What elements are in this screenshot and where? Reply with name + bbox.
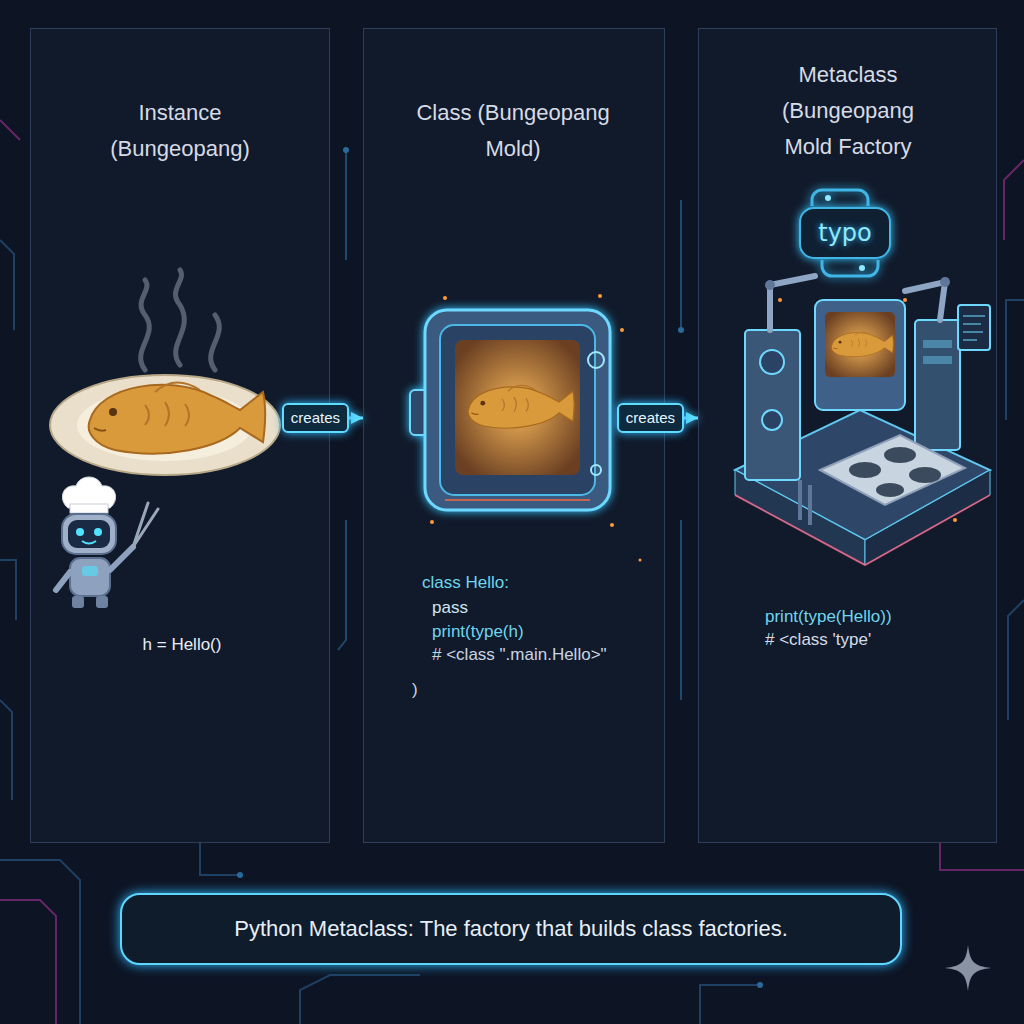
mold-factory — [963, 316, 985, 340]
code-line: print(type(Hello)) — [765, 605, 892, 629]
robot-chef — [133, 503, 158, 547]
sparks — [620, 328, 624, 332]
python-logo — [822, 260, 878, 276]
robot-chef — [82, 541, 96, 544]
robot-chef — [56, 477, 158, 608]
mold-device — [468, 385, 574, 428]
panel-ground — [698, 28, 997, 843]
sparks — [953, 518, 957, 522]
code-line: print(type(h) — [432, 620, 524, 644]
mold-factory — [820, 435, 965, 505]
circuit-traces — [0, 240, 16, 800]
steam — [141, 280, 150, 370]
robot-chef — [70, 558, 110, 596]
steam — [141, 270, 220, 370]
mold-device — [410, 310, 610, 510]
sparkle-star — [945, 945, 991, 991]
plate-with-bungeopang — [50, 375, 280, 475]
mold-factory — [800, 480, 810, 525]
robot-chef — [110, 547, 133, 570]
logo-text: typo — [818, 219, 872, 247]
caption-box: Python Metaclass: The factory that build… — [120, 893, 902, 965]
python-logo — [859, 265, 865, 271]
mold-factory — [915, 320, 960, 450]
mold-device — [455, 340, 580, 475]
robot-chef — [70, 504, 108, 513]
edge-label: creates — [282, 403, 349, 433]
mold-factory — [884, 447, 916, 463]
mold-factory — [940, 277, 950, 287]
code-line: ) — [412, 678, 418, 702]
mold-factory — [876, 483, 904, 497]
code-line: # <class 'type' — [765, 628, 871, 652]
layer-panel: Metaclass (Bungeopang Mold Factory print(… — [698, 28, 997, 843]
sparks — [778, 298, 782, 302]
plate-with-bungeopang — [50, 375, 280, 475]
steam — [211, 315, 220, 370]
layer-heading: Class (Bungeopang Mold) — [408, 95, 618, 167]
code-line: # <class ".main.Hello>" — [432, 643, 607, 667]
mold-factory — [735, 495, 990, 565]
circuit-traces — [343, 147, 349, 153]
mold-factory — [923, 340, 952, 348]
code-line: h = Hello() — [143, 633, 222, 657]
mold-factory — [832, 332, 894, 357]
mold-factory — [905, 282, 945, 320]
python-logo — [800, 208, 890, 258]
mold-factory — [770, 276, 815, 330]
circuit-traces — [237, 872, 243, 878]
mold-device — [588, 352, 604, 368]
mold-device — [440, 325, 595, 495]
panel-ground — [30, 28, 330, 843]
mold-factory — [825, 312, 895, 377]
sparks — [430, 520, 434, 524]
robot-chef — [62, 514, 116, 554]
panel-ground — [30, 28, 997, 843]
circuit-traces — [0, 843, 1024, 1024]
mold-factory — [958, 305, 990, 350]
steam — [175, 270, 184, 365]
mold-factory — [815, 300, 905, 410]
python-logo — [800, 190, 890, 276]
robot-chef — [72, 596, 84, 608]
mold-factory — [762, 410, 782, 430]
robot-chef — [94, 528, 102, 536]
sparks — [903, 298, 907, 302]
robot-chef — [68, 520, 110, 548]
robot-chef — [82, 566, 98, 576]
mold-factory — [760, 350, 784, 374]
sparks — [610, 523, 614, 527]
mold-factory — [735, 276, 990, 565]
circuit-traces — [678, 327, 684, 333]
layer-panel: Instance (Bungeopang) h = Hello() — [30, 28, 330, 843]
mold-device — [591, 465, 601, 475]
python-logo — [812, 190, 868, 206]
layer-heading: Instance (Bungeopang) — [95, 95, 265, 167]
robot-chef — [62, 477, 115, 508]
robot-chef — [76, 528, 84, 536]
sparks — [443, 296, 447, 300]
python-logo — [825, 195, 831, 201]
layer-heading: Metaclass (Bungeopang Mold Factory — [778, 57, 918, 165]
mold-factory — [909, 467, 941, 483]
mold-device — [445, 499, 590, 501]
mold-factory — [849, 462, 881, 478]
edge-label: creates — [617, 403, 684, 433]
plate-with-bungeopang — [89, 382, 266, 453]
mold-factory — [765, 280, 775, 290]
layer-panel: Class (Bungeopang Mold) class Hello:passp… — [363, 28, 665, 843]
sparks — [639, 559, 642, 562]
circuit-traces — [757, 982, 763, 988]
panel-ground — [363, 28, 665, 843]
mold-factory — [923, 356, 952, 364]
robot-chef — [96, 596, 108, 608]
code-line: class Hello: — [422, 571, 509, 595]
sparks — [598, 294, 602, 298]
mold-factory — [745, 330, 800, 480]
mold-device — [425, 310, 610, 510]
robot-chef — [56, 572, 70, 590]
code-line: pass — [432, 596, 468, 620]
